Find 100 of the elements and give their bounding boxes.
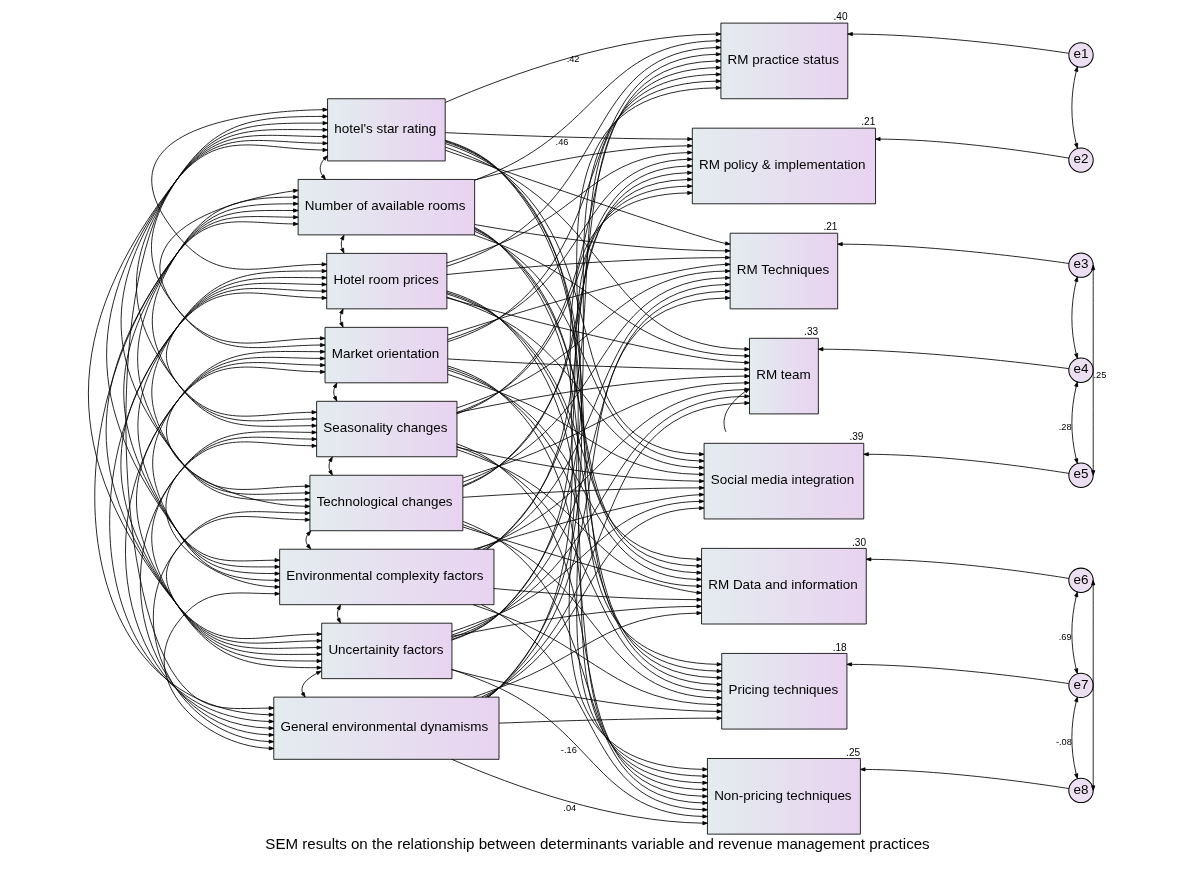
edge-label: .25 — [1093, 369, 1107, 380]
arrow — [151, 436, 323, 664]
arrow — [446, 45, 722, 267]
arrow — [1091, 579, 1096, 791]
arrow — [472, 604, 723, 707]
arrow — [447, 157, 693, 340]
arrow — [151, 114, 328, 344]
arrow — [1071, 276, 1079, 359]
arrow — [488, 85, 722, 698]
arrow — [473, 611, 702, 698]
arrow — [859, 767, 1070, 789]
arrow — [94, 221, 299, 717]
arrow — [336, 604, 341, 624]
arrow — [88, 140, 328, 639]
arrow — [451, 289, 731, 639]
arrow — [481, 506, 705, 698]
arrow — [444, 146, 750, 352]
node-circle: e2 — [1068, 147, 1094, 173]
arrow — [159, 188, 326, 348]
arrow — [481, 604, 708, 812]
arrow — [339, 308, 344, 328]
arrow — [451, 604, 702, 637]
node-label: .18 — [832, 641, 847, 653]
arrow — [319, 155, 328, 180]
arrow — [462, 485, 705, 498]
node-label: .21 — [823, 221, 838, 233]
arrow — [446, 290, 708, 785]
arrow — [1071, 591, 1079, 674]
arrow — [487, 190, 693, 698]
edge-label: .42 — [566, 54, 580, 65]
edge-label: .69 — [1058, 632, 1072, 643]
arrow — [166, 349, 326, 509]
node-circle: e4 — [1068, 357, 1094, 383]
node-label: .21 — [861, 116, 876, 128]
edge-label: -.16 — [560, 745, 577, 756]
arrow — [456, 269, 731, 409]
arrow — [474, 227, 708, 779]
arrow — [105, 215, 323, 644]
arrow — [305, 530, 312, 550]
arrow — [445, 32, 722, 103]
node-circle: e7 — [1068, 672, 1094, 699]
arrow — [1071, 381, 1079, 464]
arrow — [456, 449, 702, 589]
arrow — [125, 366, 326, 731]
arrow — [456, 443, 708, 799]
arrow — [474, 224, 731, 253]
arrow — [474, 229, 702, 568]
arrow — [151, 195, 318, 422]
arrow — [444, 141, 702, 562]
arrow — [166, 511, 323, 670]
node-label: .39 — [849, 431, 864, 443]
arrow — [446, 150, 693, 264]
edge-label: .46 — [555, 136, 569, 147]
arrow — [300, 670, 322, 698]
arrow — [136, 121, 328, 417]
arrow — [451, 499, 705, 633]
arrow — [328, 456, 333, 476]
arrow — [447, 369, 702, 582]
arrow — [451, 669, 723, 714]
arrow — [120, 127, 328, 490]
arrow — [125, 144, 328, 711]
arrow — [456, 58, 722, 415]
arrow — [456, 446, 705, 484]
arrow — [1071, 696, 1079, 779]
arrow — [163, 591, 281, 751]
arrow — [462, 521, 708, 805]
arrow — [447, 365, 708, 792]
arrow — [444, 139, 708, 772]
arrow — [106, 134, 328, 563]
arrow — [486, 72, 722, 550]
arrow — [109, 292, 328, 724]
arrow — [474, 38, 722, 181]
arrow — [484, 401, 750, 698]
arrow — [847, 32, 1070, 54]
arrow — [486, 295, 731, 698]
arrow — [446, 297, 750, 365]
arrow — [474, 143, 693, 181]
arrow — [1091, 264, 1096, 476]
arrow — [498, 716, 723, 724]
arrow — [473, 492, 705, 550]
arrow — [451, 394, 750, 636]
arrow — [474, 231, 705, 463]
arrow — [447, 52, 722, 343]
arrow — [153, 516, 311, 744]
arrow — [139, 441, 318, 737]
arrow — [865, 557, 1070, 579]
arrow — [456, 164, 693, 413]
arrow — [451, 669, 708, 819]
arrow — [493, 588, 702, 602]
arrow — [456, 445, 723, 694]
arrow — [137, 201, 311, 495]
arrow — [152, 356, 326, 583]
node-label: .40 — [833, 11, 848, 23]
caption: SEM results on the relationship between determinants variable and revenue management practices — [265, 835, 930, 853]
arrow — [137, 282, 328, 576]
arrow — [1071, 66, 1079, 149]
arrow — [120, 288, 328, 650]
arrow — [136, 362, 326, 657]
arrow — [446, 293, 702, 575]
arrow — [446, 296, 705, 470]
